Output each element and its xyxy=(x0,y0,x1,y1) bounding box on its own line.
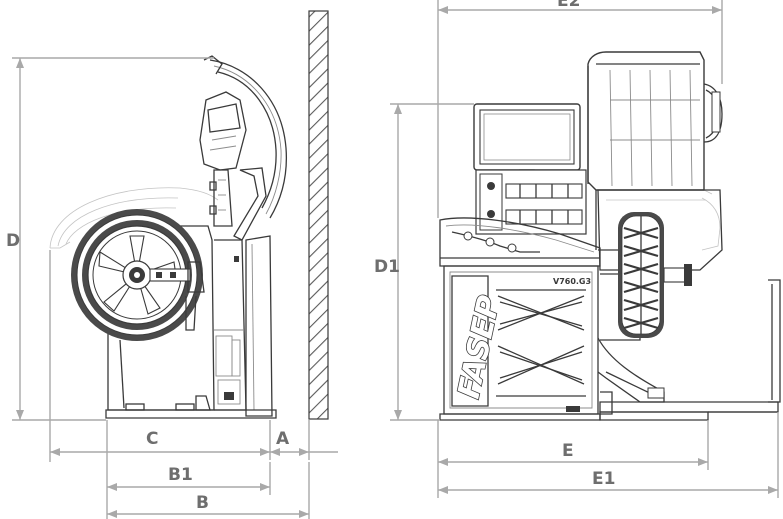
wheel-guard-raised xyxy=(209,59,288,219)
model-label: V760.G3 xyxy=(553,277,591,286)
dim-label-b1: B1 xyxy=(168,465,193,485)
side-wheel xyxy=(71,209,205,341)
dimension-labels: D A C B1 B D1 E E1 E2 xyxy=(6,0,615,513)
dim-label-a: A xyxy=(276,429,290,449)
side-view xyxy=(49,10,329,420)
weight-tray-upper xyxy=(505,183,583,199)
weight-tray-lower xyxy=(505,209,583,225)
dim-label-b: B xyxy=(196,493,209,513)
dim-label-d: D xyxy=(6,231,20,251)
front-wheel xyxy=(618,212,664,338)
front-wheel-guard xyxy=(587,51,723,250)
dim-label-e1: E1 xyxy=(592,469,615,489)
dim-label-d1: D1 xyxy=(374,257,400,277)
dimension-lines xyxy=(12,0,779,519)
dim-label-e2: E2 xyxy=(557,0,580,11)
monitor xyxy=(473,103,581,177)
brand-mark: FASEP xyxy=(452,293,508,402)
front-view: FASEP V760.G3 xyxy=(439,51,781,421)
guard-swing-ghost xyxy=(49,187,219,249)
dim-label-e: E xyxy=(562,441,574,461)
wall-hatched xyxy=(308,10,329,420)
dim-label-c: C xyxy=(146,429,158,449)
lift-platform xyxy=(599,401,779,413)
side-cabinet xyxy=(107,225,215,411)
